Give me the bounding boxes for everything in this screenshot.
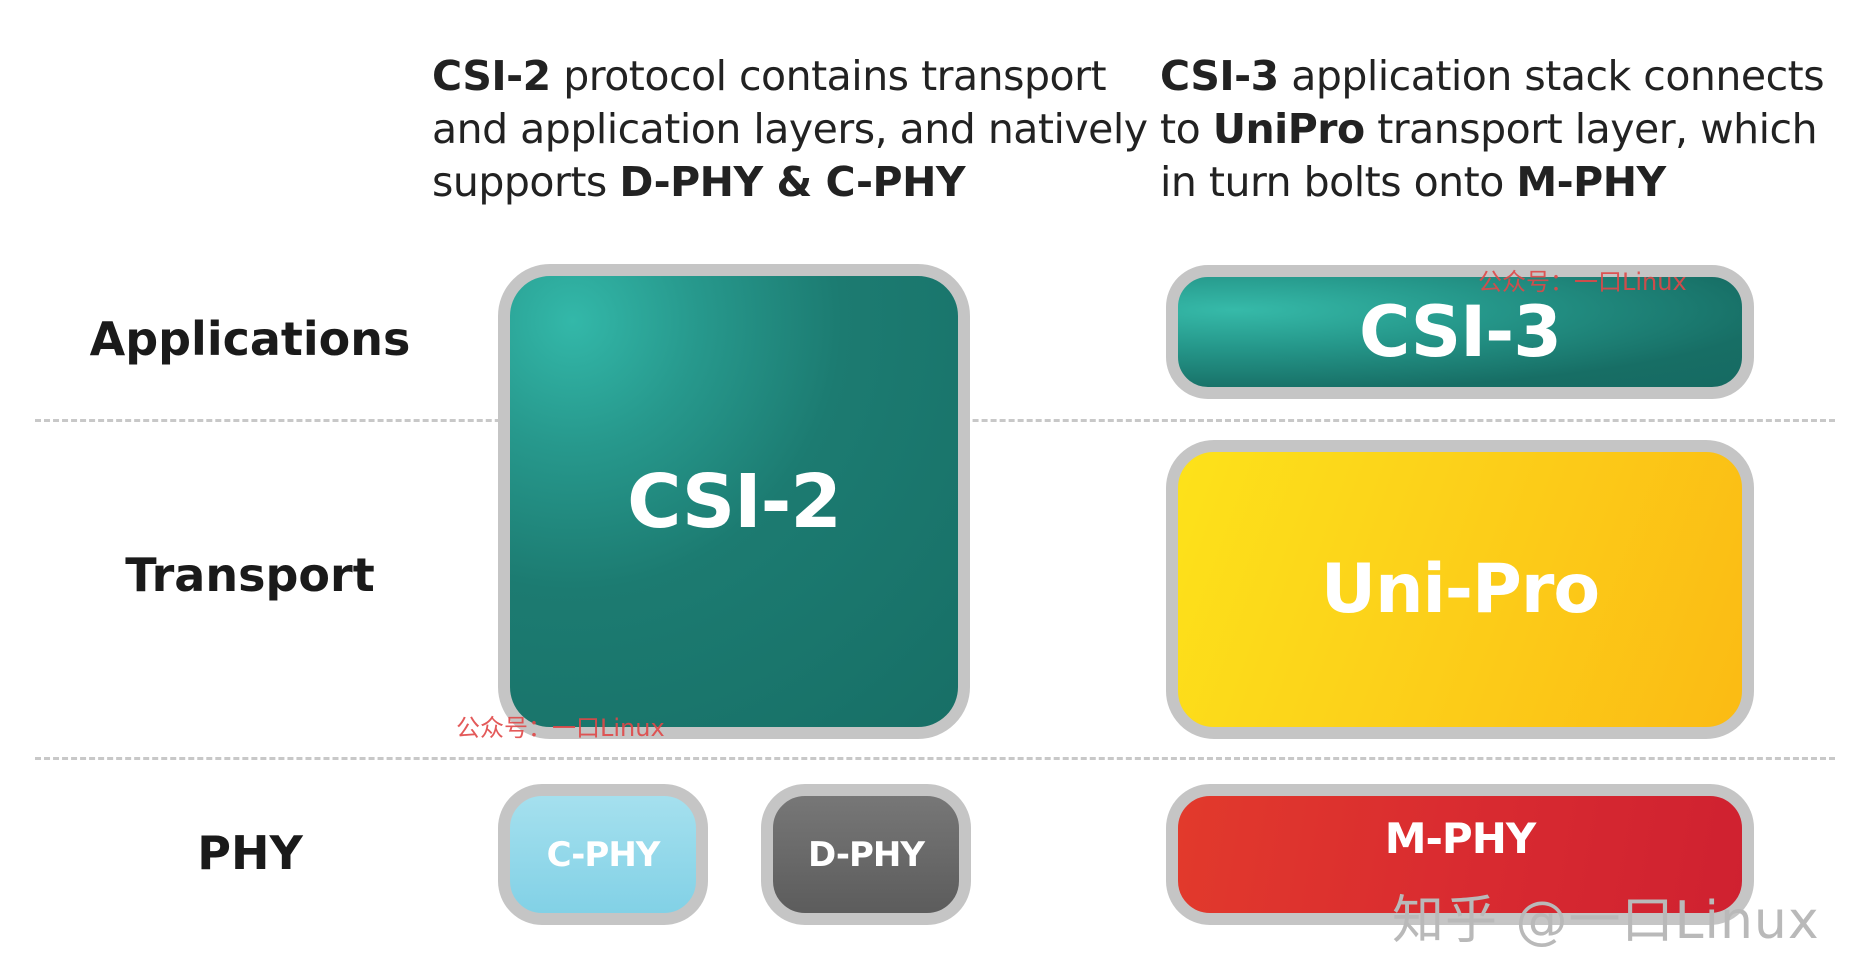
dphy-block-label: D-PHY [808, 834, 925, 875]
mphy-block: M-PHY [1166, 784, 1754, 925]
unipro-block: Uni-Pro [1166, 440, 1754, 739]
csi2-caption-line-1: CSI-2 protocol contains transport [432, 52, 1107, 100]
layer-label-transport: Transport [125, 548, 375, 602]
watermark-middle: 公众号：一口Linux [456, 714, 665, 742]
mphy-block-label: M-PHY [1384, 814, 1537, 863]
csi3-caption-line-2: to UniPro transport layer, which [1160, 105, 1818, 153]
csi3-caption-line-1: CSI-3 application stack connects [1160, 52, 1825, 100]
csi3-caption: CSI-3 application stack connects to UniP… [1160, 50, 1825, 209]
csi3-block: CSI-3 [1166, 265, 1754, 399]
layer-divider-lower [35, 757, 1835, 760]
layer-label-phy: PHY [197, 826, 303, 880]
csi3-block-label: CSI-3 [1359, 291, 1562, 373]
csi2-block-label: CSI-2 [627, 458, 842, 545]
layer-label-applications: Applications [89, 312, 411, 366]
csi2-caption-line-3: supports D-PHY & C-PHY [432, 158, 966, 206]
dphy-block: D-PHY [761, 784, 971, 925]
csi3-caption-line-3: in turn bolts onto M-PHY [1160, 158, 1666, 206]
cphy-block-label: C-PHY [546, 834, 661, 875]
csi2-caption-line-2: and application layers, and natively [432, 105, 1148, 153]
watermark-zhihu: 知乎 @一口Linux [1392, 891, 1820, 951]
watermark-top: 公众号：一口Linux [1478, 268, 1687, 296]
cphy-block: C-PHY [498, 784, 708, 925]
csi2-caption: CSI-2 protocol contains transport and ap… [432, 50, 1148, 209]
csi2-block: CSI-2 [498, 264, 970, 739]
unipro-block-label: Uni-Pro [1320, 550, 1600, 629]
